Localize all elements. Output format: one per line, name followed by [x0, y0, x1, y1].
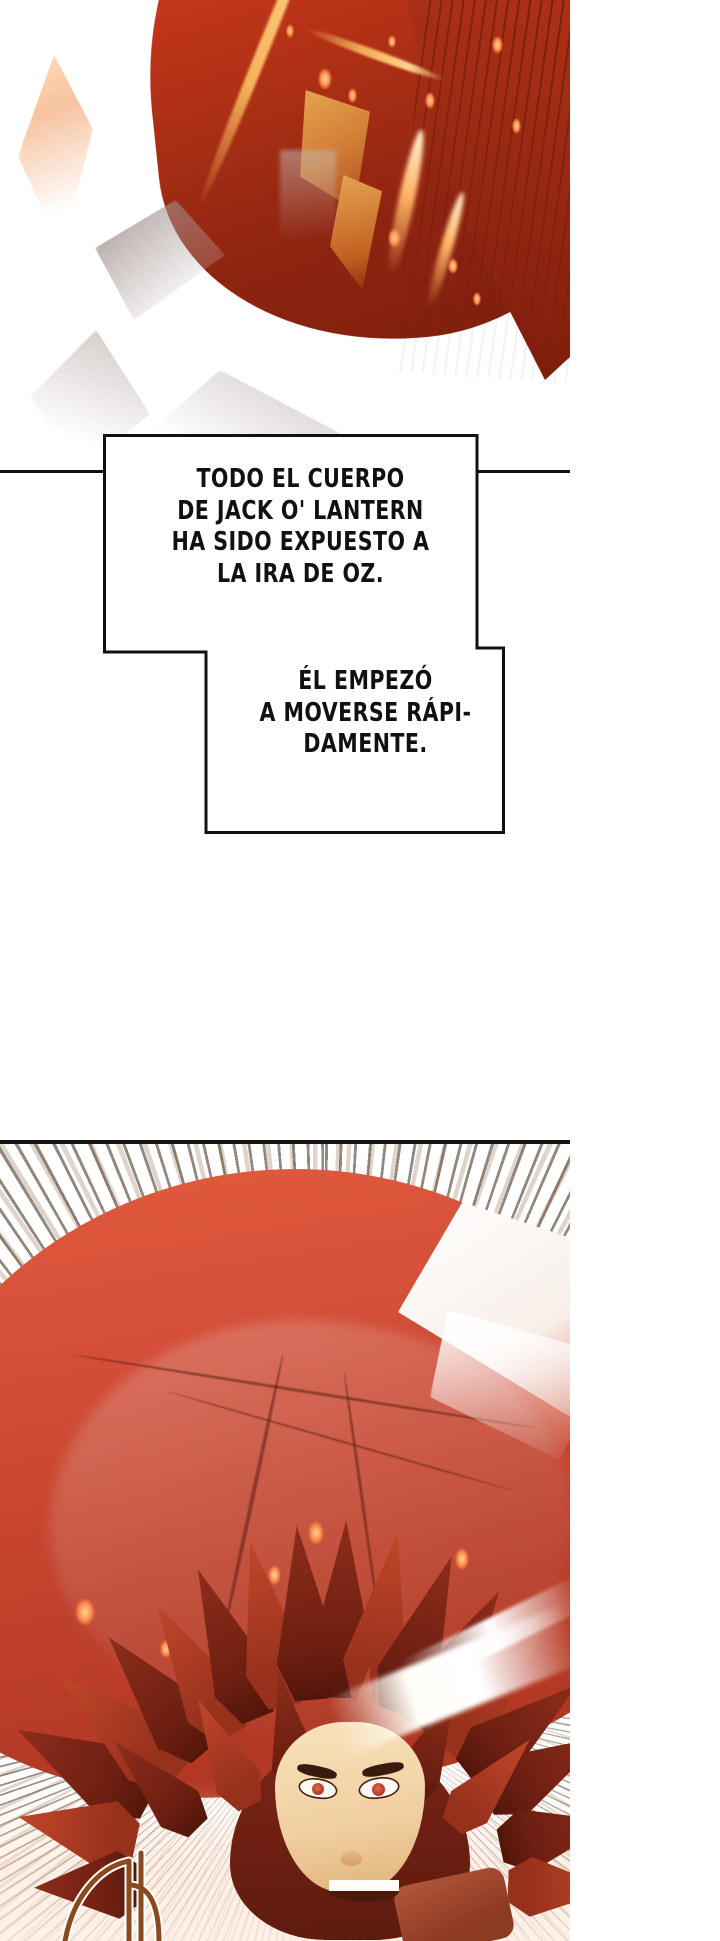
narration-bubble[interactable]: TODO EL CUERPO DE JACK O' LANTERN HA SID…	[103, 434, 505, 834]
light-flash-left	[18, 55, 93, 250]
ember-particle-6	[448, 258, 458, 274]
debris-shard-c	[280, 150, 336, 240]
ember-particle-2	[348, 88, 357, 103]
ember-particle-3	[492, 36, 503, 54]
page-right-margin	[570, 0, 720, 1941]
comic-strip-column: TODO EL CUERPO DE JACK O' LANTERN HA SID…	[0, 0, 570, 1941]
ember-particle-5	[388, 228, 401, 248]
ember-particle-7	[473, 292, 481, 306]
ember-particle-0	[318, 68, 332, 90]
character-iris-left	[312, 1783, 324, 1795]
narration-text-block-2: ÉL EMPEZÓ A MOVERSE RÁPI- DAMENTE.	[259, 666, 472, 760]
speed-lines-texture	[395, 0, 570, 388]
motion-sfx-glyph	[55, 1845, 200, 1941]
narration-text-block-1: TODO EL CUERPO DE JACK O' LANTERN HA SID…	[171, 464, 430, 590]
ember-particle-8	[388, 35, 396, 48]
bottom-ember-particle-3	[75, 1598, 95, 1626]
character-teeth	[329, 1880, 399, 1892]
narration-bubble-outline	[103, 434, 505, 834]
inter-panel-gutter	[0, 834, 570, 1140]
panel-2-top-border	[0, 1140, 570, 1144]
character-mouth	[329, 1880, 399, 1902]
ember-particle-9	[286, 24, 294, 38]
character-nose	[341, 1851, 362, 1866]
ember-particle-1	[425, 92, 435, 109]
panel-1-artwork	[0, 0, 570, 470]
bottom-ember-particle-2	[268, 1565, 281, 1585]
bottom-ember-particle-0	[308, 1521, 324, 1545]
ember-particle-4	[512, 118, 521, 134]
bottom-ember-particle-4	[160, 1640, 172, 1658]
bottom-ember-particle-1	[455, 1548, 469, 1570]
panel-divider-right	[476, 470, 570, 473]
panel-divider-left	[0, 470, 103, 473]
character-iris-right	[372, 1783, 385, 1796]
